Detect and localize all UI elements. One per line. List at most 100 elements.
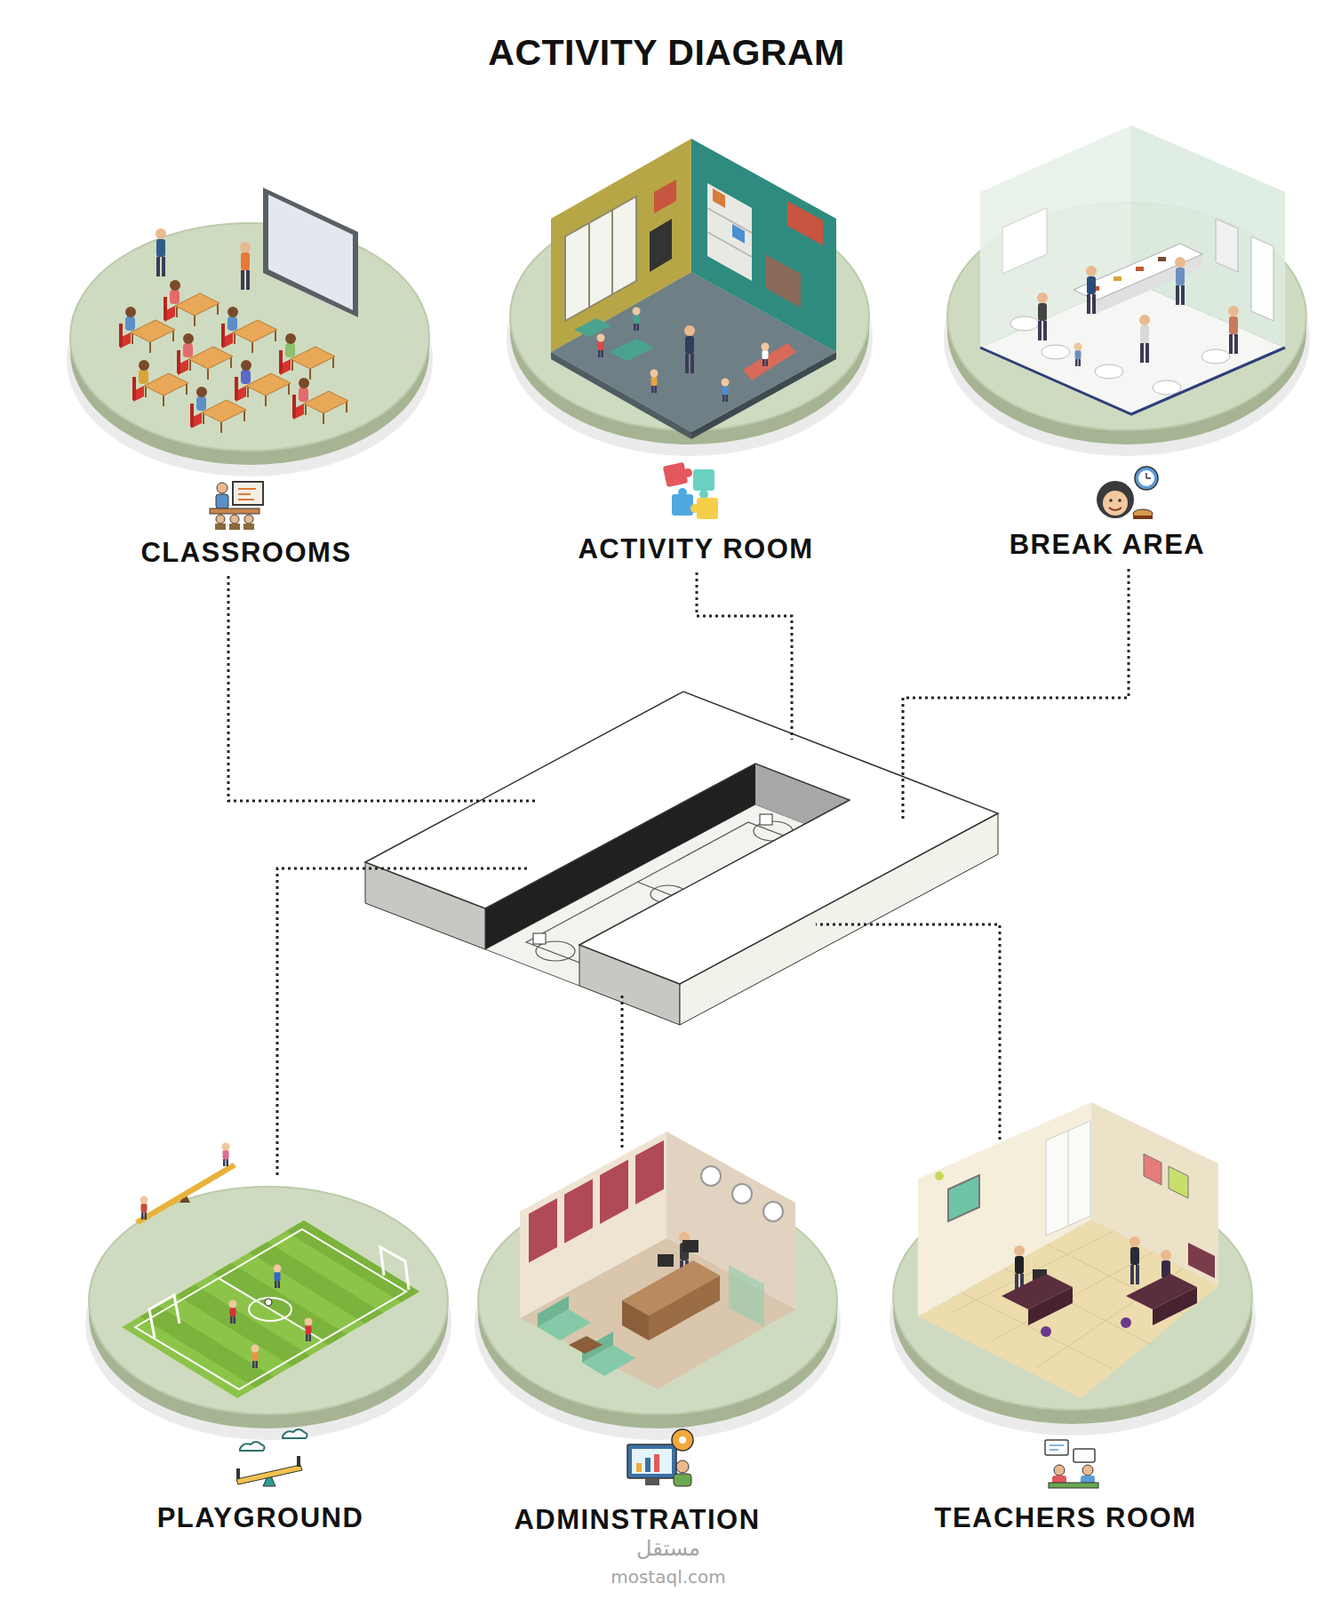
break-area-illustration-part <box>1131 125 1286 348</box>
activity-room-illustration-part <box>632 307 641 332</box>
puzzle-icon-part <box>699 489 709 499</box>
classroom-icon-part <box>244 514 254 524</box>
playground-illustration-part-part <box>176 1284 312 1366</box>
break-area-illustration-part <box>980 125 1132 348</box>
break-icon-part <box>1117 498 1122 503</box>
room-label: TEACHERS ROOM <box>933 1500 1197 1535</box>
break-area-illustration-part <box>1085 265 1097 314</box>
classroom-icon-part <box>209 508 260 514</box>
classrooms-illustration-part <box>163 279 220 327</box>
break-icon <box>1096 466 1158 519</box>
activity-room-illustration-part <box>597 334 606 359</box>
administration-illustration-part <box>528 1140 664 1263</box>
leader-lines-part <box>228 575 538 801</box>
seesaw-icon <box>236 1428 308 1486</box>
administration-illustration-part <box>622 1300 649 1341</box>
playground-illustration-part <box>85 1186 452 1440</box>
puzzle-icon-part <box>683 468 693 478</box>
teachers-room-illustration-part <box>1045 1120 1091 1236</box>
break-area-illustration-part <box>1041 344 1070 360</box>
watermark-text: مستقل <box>636 1535 701 1561</box>
admin-icon-part <box>645 1457 651 1472</box>
seesaw-icon-part <box>239 1441 265 1451</box>
activity-room-illustration <box>506 138 873 456</box>
school-building-part <box>533 933 546 944</box>
room-label: ACTIVITY ROOM <box>577 532 814 567</box>
break-area-illustration-part <box>1002 207 1047 274</box>
administration-illustration <box>474 1131 841 1440</box>
puzzle-icon-part <box>678 487 687 497</box>
room-label: BREAK AREA <box>1009 527 1206 562</box>
activity-node: PLAYGROUND <box>72 1102 464 1535</box>
break-area-illustration-part <box>1135 266 1144 272</box>
break-area-illustration-part <box>1010 316 1039 331</box>
break-area-illustration-part <box>1074 343 1083 368</box>
teachers-room-illustration-part <box>1120 1317 1132 1328</box>
meeting-icon-part <box>1049 1444 1064 1450</box>
classroom-icon-part <box>215 514 225 524</box>
teachers-room-illustration-part <box>1129 1236 1141 1285</box>
admin-icon-part <box>671 1428 694 1451</box>
administration-illustration-part <box>568 1335 603 1354</box>
administration-illustration-part-part <box>599 1159 629 1225</box>
teachers-room-illustration-part <box>1152 1286 1198 1326</box>
teachers-room-illustration-part <box>1143 1153 1162 1185</box>
activity-room-illustration-part <box>650 369 659 394</box>
activity-room-illustration-part <box>589 209 613 308</box>
playground-illustration-part-part <box>140 1305 275 1388</box>
teachers-room-illustration-part <box>1091 1101 1219 1286</box>
leader-lines-part <box>696 572 792 740</box>
activity-room-illustration-part <box>550 138 692 352</box>
activity-room-illustration-part <box>742 343 797 381</box>
administration-illustration-part <box>648 1275 720 1341</box>
activity-node: BREAK AREA <box>931 119 1323 562</box>
admin-icon-part <box>673 1473 692 1486</box>
administration-illustration-part <box>763 1201 783 1222</box>
teachers-room-illustration <box>889 1101 1256 1436</box>
activity-room-illustration-part <box>787 200 823 246</box>
playground-illustration-part-part <box>249 1241 384 1324</box>
puzzle-icon <box>662 462 719 519</box>
activity-room-illustration-part <box>761 343 770 368</box>
playground-illustration-part <box>140 1196 149 1221</box>
break-icon-part <box>1102 490 1128 516</box>
leader-lines-part <box>815 924 1000 1140</box>
meeting-icon-part <box>1045 1439 1069 1455</box>
watermark-text: mostaql.com <box>610 1565 727 1588</box>
diagram-title: ACTIVITY DIAGRAM <box>0 31 1333 74</box>
classroom-icon-part <box>243 523 255 530</box>
activity-node: ACTIVITY ROOM <box>494 119 886 567</box>
admin-icon-part <box>636 1462 642 1472</box>
playground-illustration-part <box>248 1297 292 1321</box>
break-icon-part <box>1109 507 1122 511</box>
teachers-room-illustration-part <box>1168 1165 1189 1198</box>
administration-illustration-part-part <box>564 1178 593 1243</box>
break-icon-part <box>1109 498 1113 503</box>
puzzle-icon-part <box>693 469 715 491</box>
puzzle-icon-part <box>690 503 700 513</box>
admin-icon-part <box>678 1436 687 1444</box>
classrooms-illustration <box>66 187 433 477</box>
classrooms-illustration-part <box>239 241 251 290</box>
classroom-icon-part <box>216 482 228 494</box>
playground-illustration-part <box>218 1277 323 1341</box>
classroom-icon <box>209 481 264 530</box>
classrooms-illustration-part <box>279 333 336 380</box>
break-icon-part <box>1096 480 1134 519</box>
break-icon-part <box>1133 509 1153 519</box>
break-area-illustration-part <box>1174 256 1186 305</box>
activity-room-illustration-part <box>574 318 612 337</box>
administration-illustration-part <box>537 1309 591 1341</box>
classrooms-illustration-part <box>155 228 167 277</box>
administration-illustration-part <box>657 1253 674 1267</box>
admin-icon-part <box>676 1460 689 1473</box>
admin-icon-part <box>631 1448 672 1474</box>
classrooms-illustration-part <box>132 359 189 407</box>
break-area-illustration-part <box>980 347 1286 415</box>
school-building-part <box>759 814 773 825</box>
classrooms-illustration-part <box>66 223 433 477</box>
seesaw-icon-part <box>236 1468 240 1479</box>
teachers-room-illustration-part <box>1040 1325 1052 1337</box>
